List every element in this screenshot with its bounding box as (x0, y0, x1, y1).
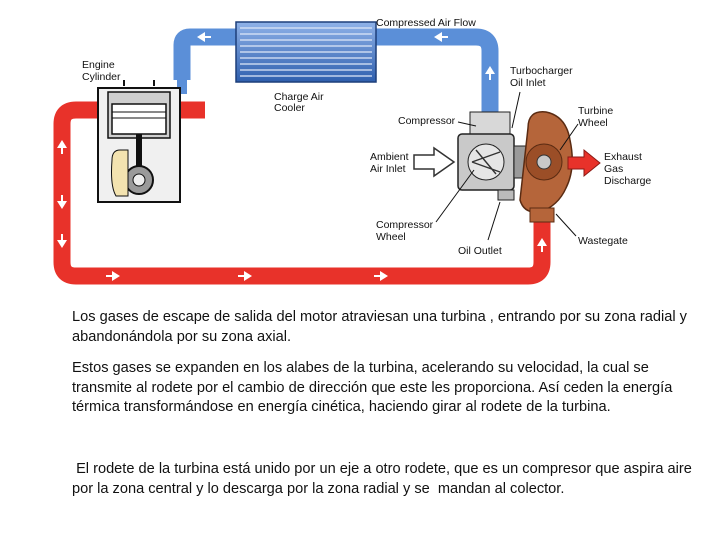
label-turbine-wheel: Turbine Wheel (578, 105, 616, 129)
label-exhaust-gas-discharge: Exhaust Gas Discharge (604, 151, 651, 187)
label-wastegate: Wastegate (578, 235, 628, 247)
engine-cylinder (97, 80, 181, 203)
paragraph-1: Los gases de escape de salida del motor … (72, 309, 687, 345)
charge-air-cooler (235, 21, 377, 83)
label-turbocharger-oil-inlet: Turbocharger Oil Inlet (510, 65, 576, 89)
label-engine-cylinder: Engine Cylinder (82, 59, 121, 83)
label-compressor-wheel: Compressor Wheel (376, 219, 436, 243)
label-ambient-air-inlet: Ambient Air Inlet (370, 151, 411, 175)
label-compressor: Compressor (398, 115, 456, 127)
exhaust-discharge-arrow (567, 148, 601, 178)
exhaust-pipe (53, 101, 551, 285)
compressor-housing (457, 111, 529, 201)
turbocharger-diagram: Engine Cylinder Compressed Air Flow Char… (53, 17, 651, 285)
leader-lines (435, 91, 579, 241)
label-charge-air-cooler: Charge Air Cooler (274, 91, 327, 114)
exhaust-flow-arrows (57, 140, 547, 281)
paragraph-2: Estos gases se expanden en los alabes de… (72, 360, 673, 416)
label-oil-outlet: Oil Outlet (458, 245, 502, 257)
turbine-housing (519, 111, 573, 223)
ambient-air-arrow (413, 146, 456, 178)
paragraph-3: El rodete de la turbina está unido por u… (72, 461, 696, 497)
air-flow-arrows (197, 32, 495, 80)
label-compressed-air-flow: Compressed Air Flow (376, 17, 476, 29)
air-pipe (173, 28, 499, 112)
